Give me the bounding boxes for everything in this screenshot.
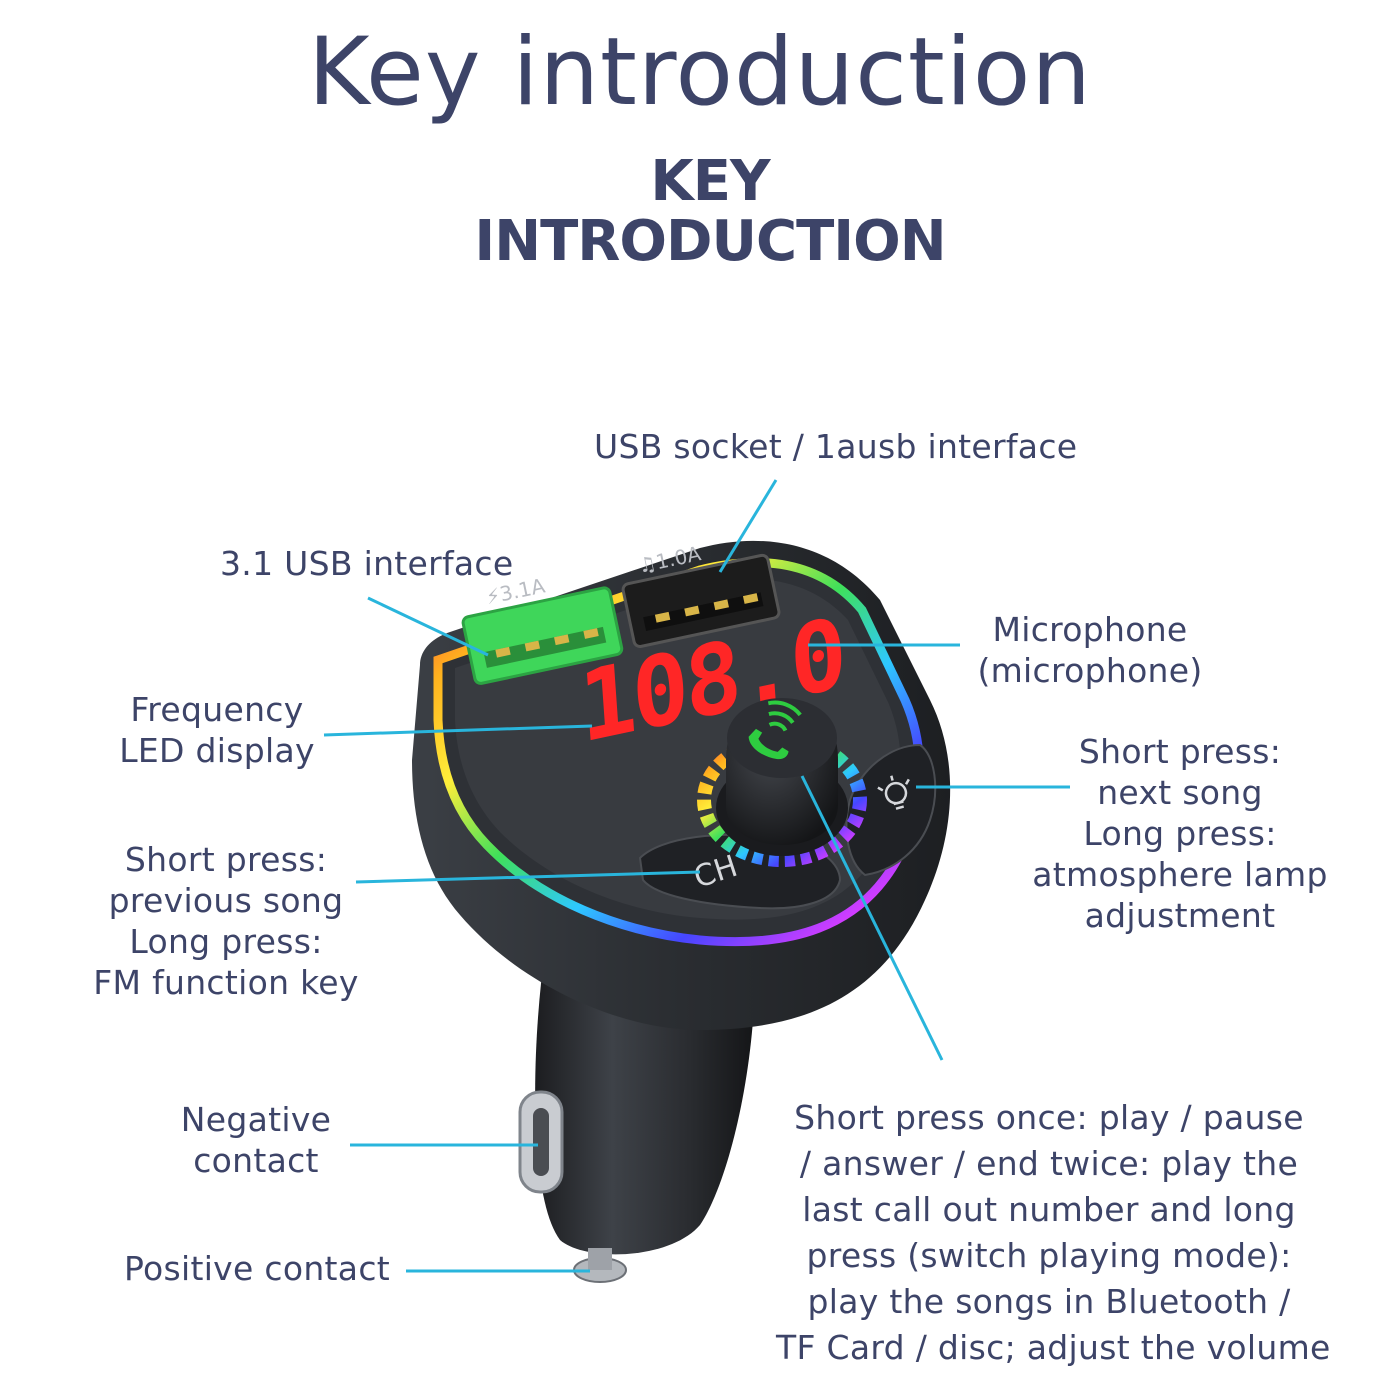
usb-port-fast: ⚡3.1A (461, 573, 624, 685)
multifunction-knob[interactable] (697, 693, 867, 867)
label-line: last call out number and long (802, 1190, 1296, 1229)
label-line: previous song (108, 881, 344, 920)
page-title: Key introduction (308, 18, 1092, 127)
label-line: TF Card / disc; adjust the volume (776, 1328, 1331, 1367)
lamp-button[interactable] (845, 743, 937, 877)
leader-frequency (323, 724, 593, 737)
label-line: Long press: (129, 922, 323, 961)
label-line: (microphone) (977, 651, 1203, 690)
label-line: play the songs in Bluetooth / (807, 1282, 1291, 1321)
label-line: next song (1097, 773, 1263, 812)
label-line: contact (193, 1141, 319, 1180)
label-line: atmosphere lamp (1032, 855, 1328, 894)
label-line: FM function key (93, 963, 359, 1002)
label-frequency-display: Frequency LED display (110, 689, 324, 771)
label-line: Long press: (1083, 814, 1277, 853)
label-line: Short press: (1078, 732, 1282, 771)
label-line: adjustment (1084, 896, 1276, 935)
label-line: Positive contact (124, 1249, 390, 1288)
leader-usb-socket (718, 479, 778, 573)
label-line: press (switch playing mode): (806, 1236, 1292, 1275)
label-line: / answer / end twice: play the (799, 1144, 1299, 1183)
label-right-button: Short press: next song Long press: atmos… (1030, 731, 1330, 936)
label-positive-contact: Positive contact (124, 1248, 390, 1289)
leader-knob (800, 775, 944, 1061)
microphone-hole (796, 639, 808, 651)
subtitle-line: INTRODUCTION (474, 209, 946, 274)
label-line: Short press once: play / pause (794, 1098, 1304, 1137)
label-microphone: Microphone (microphone) (968, 609, 1212, 691)
bulb-icon (877, 775, 910, 810)
label-usb-socket: USB socket / 1ausb interface (594, 426, 1077, 467)
label-line: Short press: (124, 840, 328, 879)
label-line: LED display (119, 731, 315, 770)
label-line: Negative (180, 1100, 332, 1139)
label-line: Frequency (130, 690, 304, 729)
subtitle-line: KEY (650, 149, 770, 214)
label-usb-31: 3.1 USB interface (220, 543, 513, 584)
phone-call-icon (748, 700, 802, 760)
atmosphere-lamp-ring (433, 558, 924, 947)
leader-ch-button (355, 870, 701, 884)
label-negative-contact: Negative contact (176, 1099, 336, 1181)
label-ch-button: Short press: previous song Long press: F… (92, 839, 360, 1003)
label-line: Microphone (992, 610, 1188, 649)
label-line: 3.1 USB interface (220, 544, 514, 583)
leader-usb-31 (367, 596, 489, 657)
label-line: USB socket / 1ausb interface (594, 427, 1078, 466)
page-subtitle: KEY INTRODUCTION (0, 152, 1400, 272)
label-knob: Short press once: play / pause / answer … (776, 1095, 1331, 1371)
